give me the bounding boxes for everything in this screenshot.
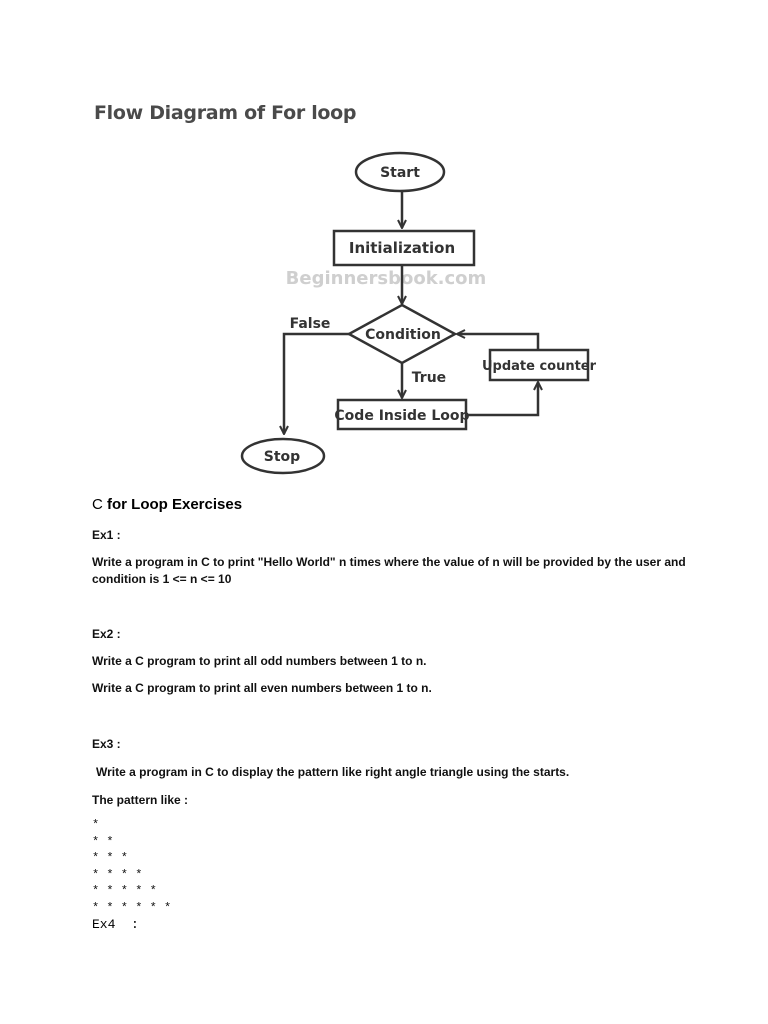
stop-node: Stop [240,437,326,475]
exercises-heading: C for Loop Exercises [92,496,242,513]
ex2-line2: Write a C program to print all even numb… [92,681,432,695]
pattern-row-1: * [92,818,100,832]
true-edge-label: True [412,370,446,386]
condition-label: Condition [365,327,441,343]
start-label: Start [380,165,420,181]
condition-node: Condition [346,303,458,365]
pattern-row-5: * * * * * [92,884,157,898]
ex3-text: Write a program in C to display the patt… [96,765,570,779]
start-ellipse [354,151,446,193]
ex1-text: Write a program in C to print "Hello Wor… [92,555,686,586]
update-counter-box [488,348,590,382]
heading-lead: C [92,496,103,513]
diagram-title: Flow Diagram of For loop [94,102,357,124]
ex1-label: Ex1 : [92,528,121,542]
pattern-row-2: * * [92,834,114,849]
ex4-label: Ex4 : [92,917,139,932]
arrow-false-to-stop [284,332,349,434]
code-inside-loop-node: Code Inside Loop [334,398,470,431]
stop-label: Stop [264,449,300,465]
pattern-label: The pattern like : [92,793,189,807]
false-edge-label: False [290,316,331,332]
initialization-box [332,229,476,267]
ex2-line1: Write a C program to print all odd numbe… [92,654,427,668]
ex3-label: Ex3 : [92,737,121,751]
for-loop-flow-diagram: Beginnersbook.com Start Initialization C… [240,151,597,475]
watermark: Beginnersbook.com [286,268,487,289]
start-node: Start [354,151,446,193]
stop-ellipse [240,437,326,475]
arrow-code-to-update [466,382,538,417]
heading-rest: for Loop Exercises [107,496,243,513]
pattern-row-4: * * * * [92,867,143,882]
pattern-row-6: * * * * * * [92,900,172,915]
code-inside-loop-box [336,398,468,431]
pattern-row-3: * * * [92,851,129,865]
initialization-node: Initialization [332,229,476,267]
arrow-update-to-condition [457,334,540,350]
update-counter-label: Update counter [482,359,597,374]
code-inside-loop-label: Code Inside Loop [334,408,469,424]
ex2-label: Ex2 : [92,627,121,641]
initialization-label: Initialization [349,239,455,257]
star-pattern: * * * * * * * * * * * * * * * * * * * * … [92,817,171,916]
update-counter-node: Update counter [482,348,597,382]
